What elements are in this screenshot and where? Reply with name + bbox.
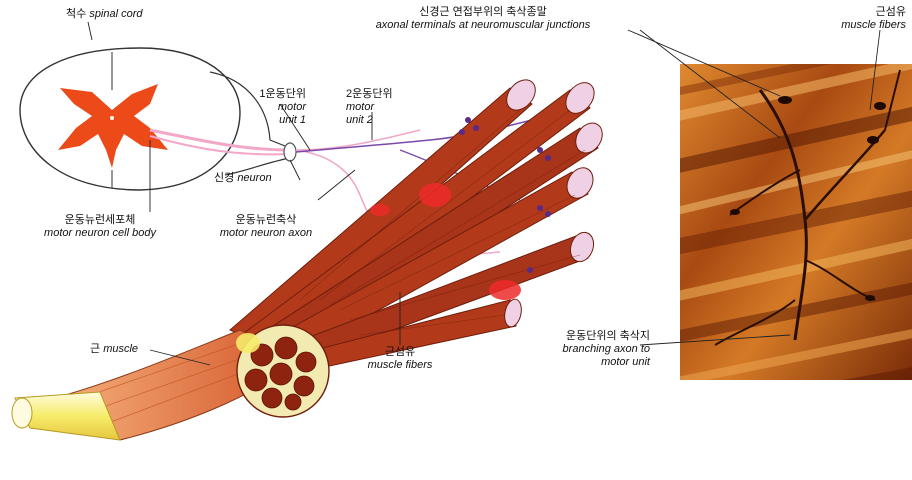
label-muscle: 근 muscle	[90, 343, 138, 356]
label-spinal-cord: 척수 spinal cord	[66, 8, 143, 21]
label-motor-neuron-axon: 운동뉴런축삭 motor neuron axon	[196, 214, 336, 240]
label-muscle-fibers: 근섬유 muscle fibers	[350, 346, 450, 372]
label-motor-neuron-cell-body: 운동뉴런세포체 motor neuron cell body	[10, 214, 190, 240]
whole-muscle	[12, 325, 329, 440]
label-motor-unit-2: 2운동단위 motor unit 2	[346, 88, 416, 127]
label-neuron: 신경 neuron	[214, 172, 272, 185]
label-muscle-fibers-photo: 근섬유 muscle fibers	[780, 6, 906, 32]
label-axonal-terminals: 신경근 연접부위의 축삭종말 axonal terminals at neuro…	[338, 6, 628, 32]
label-branching-axon: 운동단위의 축삭지 branching axon to motor unit	[500, 330, 650, 369]
muscle-fiber-photo	[660, 40, 912, 420]
label-motor-unit-1: 1운동단위 motor unit 1	[246, 88, 306, 127]
